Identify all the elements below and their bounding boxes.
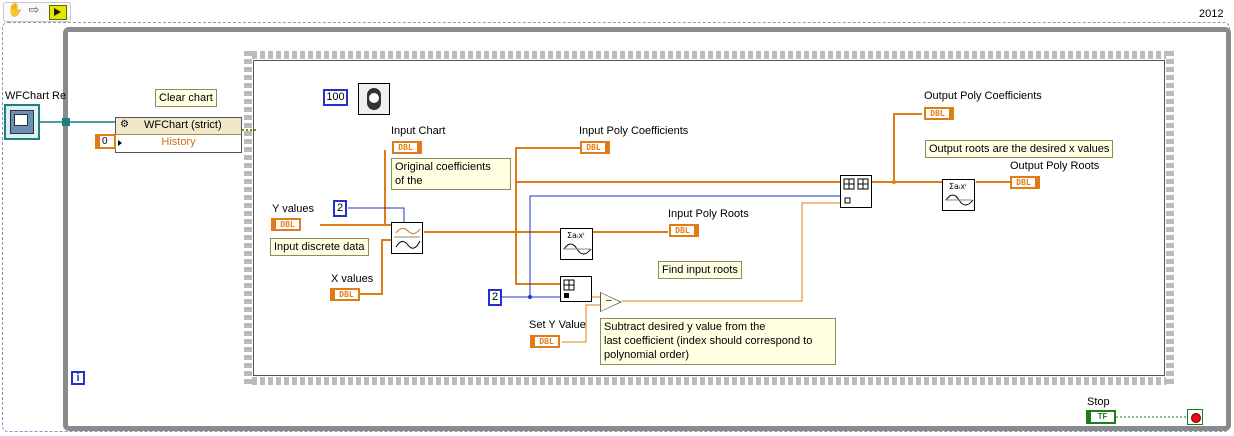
order-constant[interactable]: 2: [333, 200, 347, 217]
input-poly-roots-terminal[interactable]: DBL: [669, 224, 699, 237]
property-node-title: WFChart (strict): [144, 119, 222, 131]
zero-constant[interactable]: 0: [95, 134, 116, 149]
subtract-node[interactable]: –: [600, 292, 622, 312]
stop-terminal[interactable]: TF: [1086, 410, 1116, 424]
svg-text:Σaᵢxⁱ: Σaᵢxⁱ: [949, 182, 967, 191]
note-line: of the: [395, 175, 423, 187]
output-poly-coeffs-terminal[interactable]: DBL: [924, 107, 954, 120]
input-poly-coeffs-terminal[interactable]: DBL: [580, 141, 610, 154]
polynomial-fit-vi[interactable]: [391, 222, 423, 254]
index-array-icon: [563, 279, 575, 298]
input-poly-roots-label: Input Poly Roots: [668, 208, 749, 220]
toolbar: ✋ ⇨: [3, 2, 71, 22]
polynomial-roots-vi-1[interactable]: Σaᵢxⁱ: [560, 228, 593, 260]
note-line: last coefficient (index should correspon…: [604, 335, 813, 347]
info-icon: i: [71, 371, 85, 385]
find-roots-note: Find input roots: [658, 261, 742, 279]
run-arrow-icon[interactable]: [49, 5, 67, 20]
replace-array-icon: [843, 178, 869, 204]
arrow-tool-icon[interactable]: ⇨: [28, 2, 40, 17]
set-y-value-terminal[interactable]: DBL: [530, 335, 560, 348]
version-label: 2012: [1199, 8, 1224, 20]
note-line: Original coefficients: [395, 161, 491, 173]
roots-icon: Σaᵢxⁱ: [945, 182, 974, 206]
ref-label: WFChart Re: [5, 90, 67, 102]
roots-icon: Σaᵢxⁱ: [563, 231, 592, 255]
replace-array-node[interactable]: [840, 175, 872, 208]
polynomial-roots-vi-2[interactable]: Σaᵢxⁱ: [942, 179, 975, 211]
subtract-note: Subtract desired y value from the last c…: [600, 318, 836, 365]
wrench-icon: ⚙: [120, 119, 129, 130]
loop-condition-icon[interactable]: [1187, 409, 1203, 425]
wait-constant[interactable]: 100: [323, 89, 348, 106]
stop-label: Stop: [1087, 396, 1110, 408]
clear-chart-note: Clear chart: [155, 89, 217, 107]
wait-ms-icon: [358, 83, 390, 115]
operate-tool-icon[interactable]: ✋: [7, 2, 24, 17]
wfchart-ref-terminal[interactable]: [4, 104, 40, 140]
while-loop: [63, 27, 1231, 431]
note-line: Subtract desired y value from the: [604, 321, 766, 333]
index-constant[interactable]: 2: [488, 289, 502, 306]
set-y-value-label: Set Y Value: [529, 319, 586, 331]
input-poly-coeffs-label: Input Poly Coefficients: [579, 125, 689, 137]
ref-tunnel: [62, 118, 70, 126]
input-chart-label: Input Chart: [391, 125, 446, 137]
input-discrete-note: Input discrete data: [270, 238, 369, 256]
y-values-terminal[interactable]: DBL: [271, 218, 301, 231]
property-node[interactable]: ⚙ WFChart (strict) History: [115, 117, 242, 153]
y-values-label: Y values: [272, 203, 314, 215]
property-history: History: [161, 136, 196, 148]
output-roots-note: Output roots are the desired x values: [925, 140, 1114, 158]
output-poly-roots-label: Output Poly Roots: [1010, 160, 1100, 172]
original-coeffs-note: Original coefficients of the: [391, 158, 511, 190]
note-line: polynomial order): [604, 349, 689, 361]
x-values-label: X values: [331, 273, 374, 285]
output-poly-coeffs-label: Output Poly Coefficients: [924, 90, 1042, 102]
fit-curve-icon: [394, 225, 421, 249]
x-values-terminal[interactable]: DBL: [330, 288, 360, 301]
index-array-node[interactable]: [560, 276, 592, 302]
output-poly-roots-terminal[interactable]: DBL: [1010, 176, 1040, 189]
svg-text:Σaᵢxⁱ: Σaᵢxⁱ: [567, 231, 585, 240]
input-chart-terminal[interactable]: DBL: [392, 141, 422, 154]
